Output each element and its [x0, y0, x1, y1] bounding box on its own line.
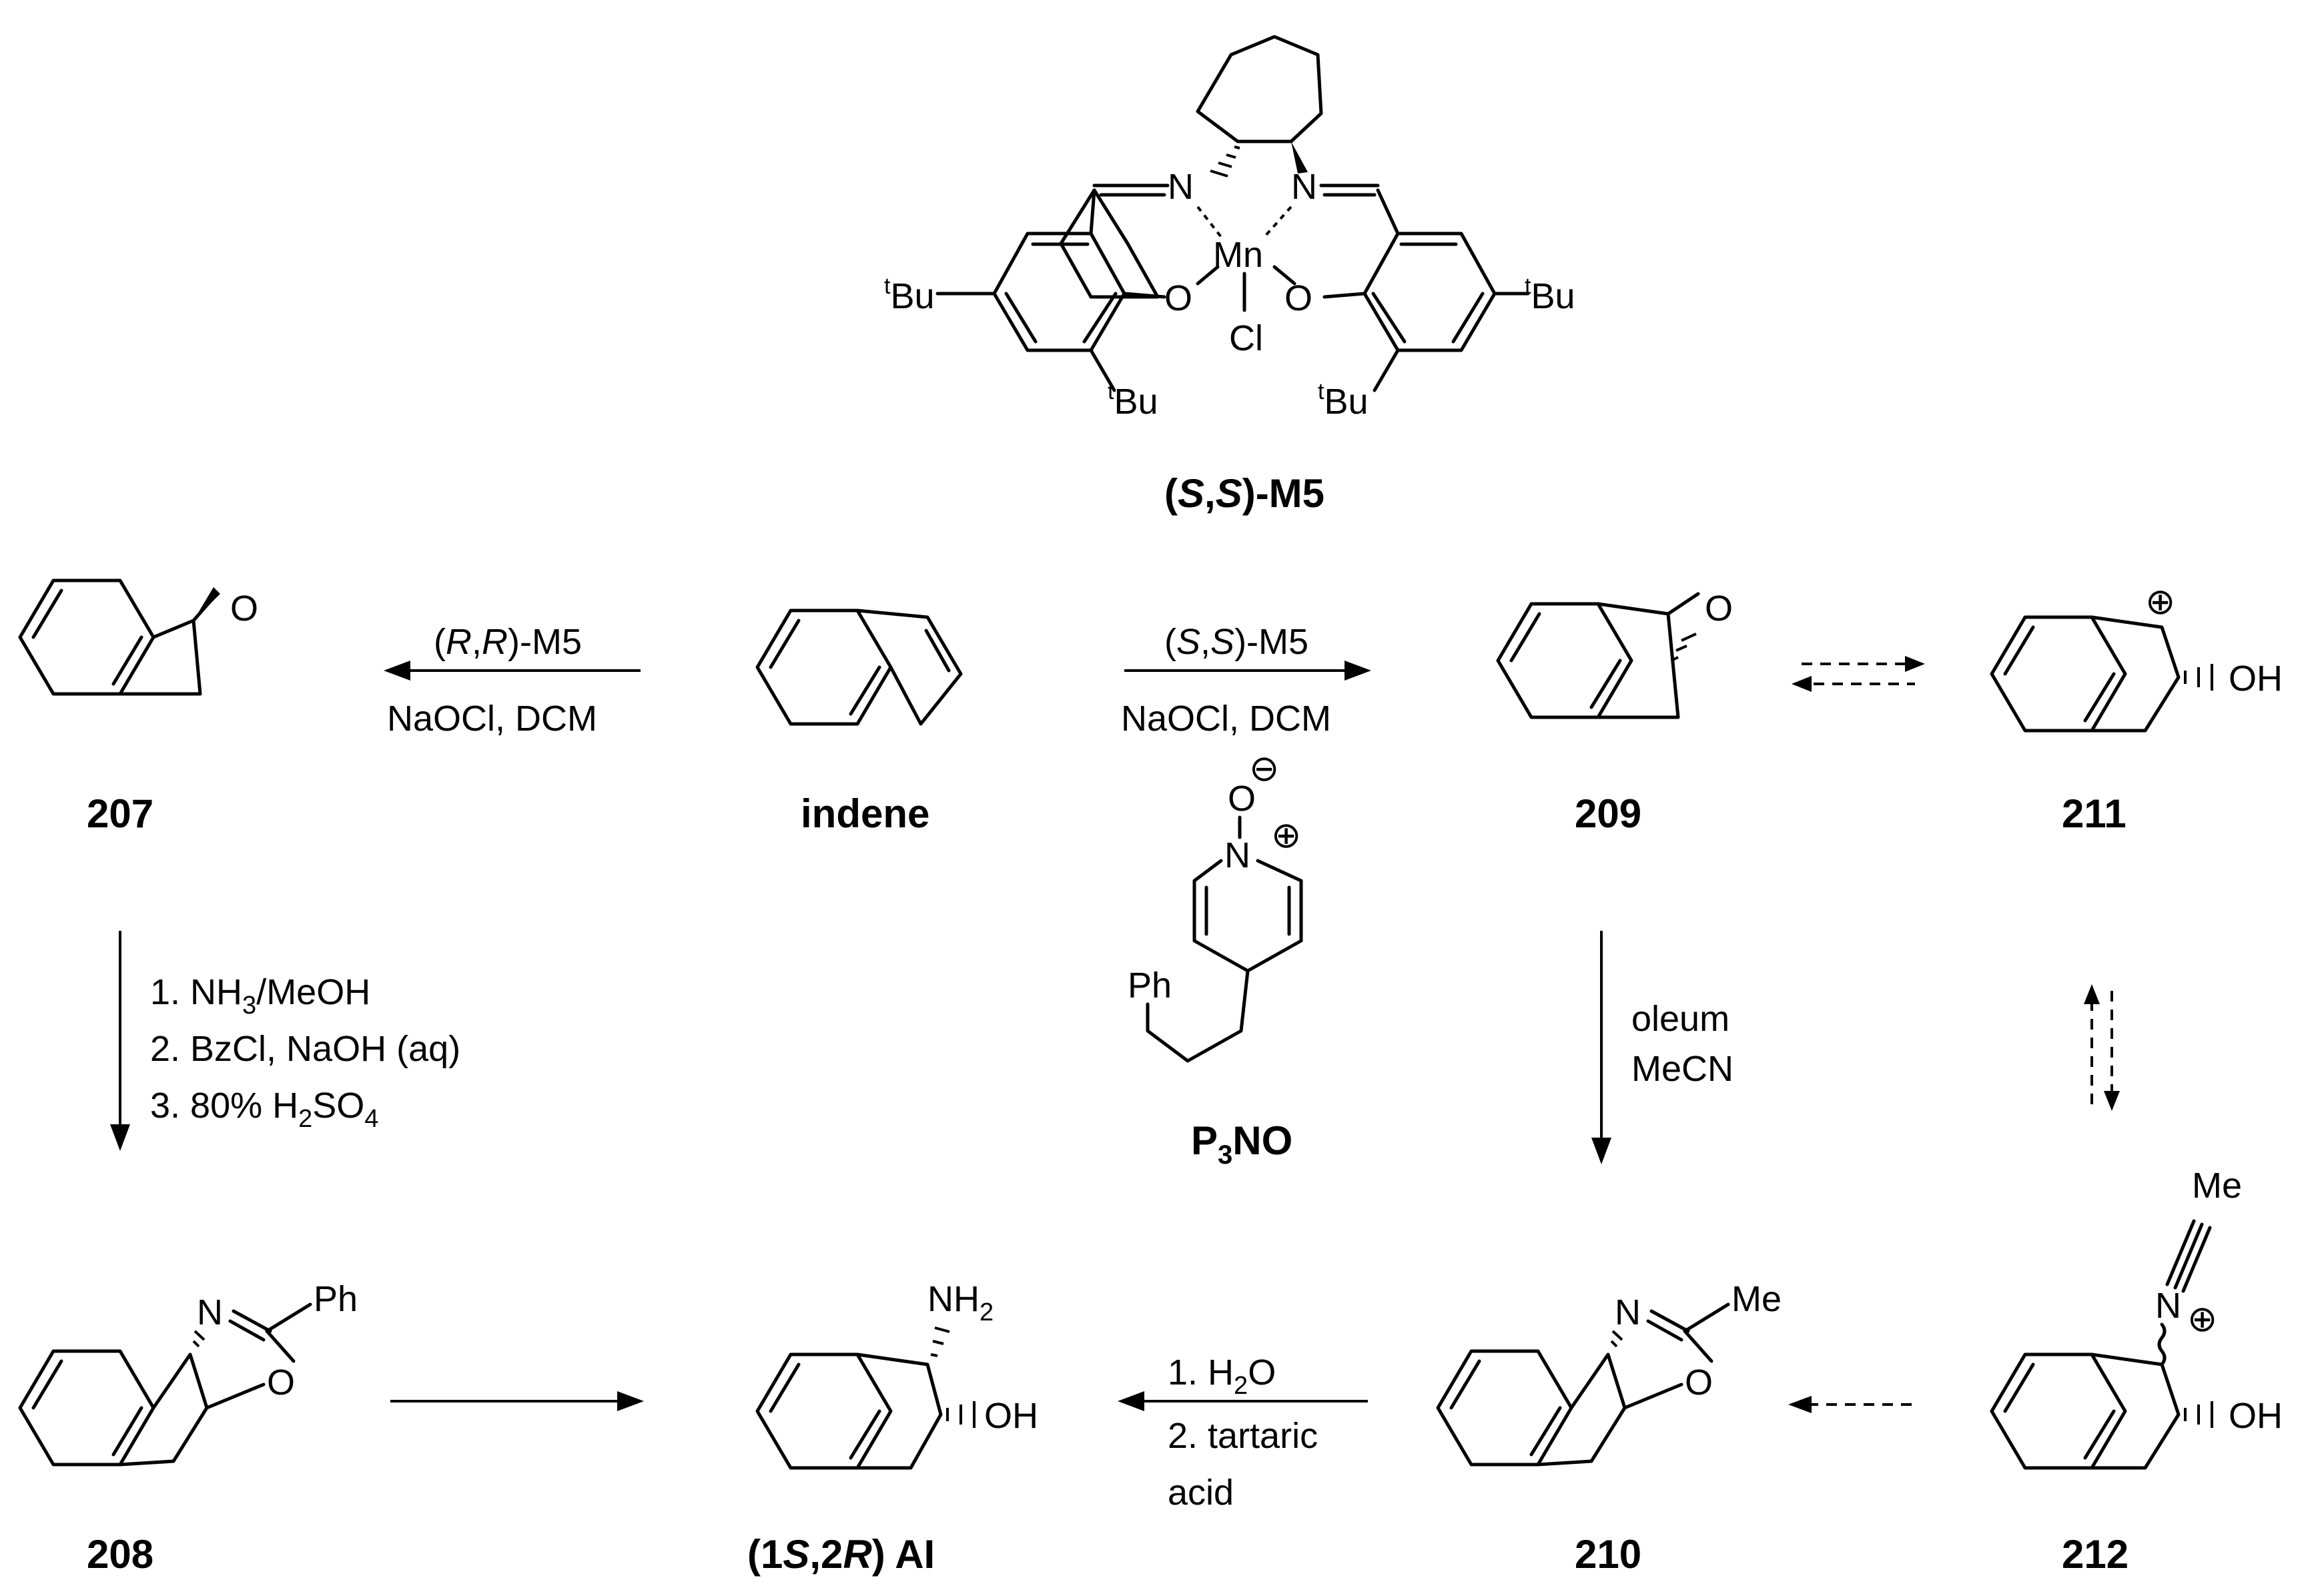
label-indene: indene	[801, 791, 929, 836]
atom-n-left: N	[1168, 167, 1194, 207]
equilibrium-209-211	[1792, 656, 1925, 692]
label-208: 208	[87, 1532, 153, 1577]
209-hash	[1671, 633, 1697, 662]
equilibrium-211-212	[2084, 984, 2120, 1111]
p3no-atom-n: N	[1224, 835, 1250, 875]
arrowhead-to-209	[1344, 661, 1371, 681]
compound-211-structure: ⊕ OH	[1990, 582, 2283, 733]
208-atom-n: N	[197, 1292, 223, 1332]
ai-hash-nh2	[930, 1326, 950, 1357]
ai-nh2: NH2	[927, 1279, 994, 1326]
atom-o-right: O	[1284, 278, 1312, 318]
212-plus: ⊕	[2187, 1299, 2217, 1339]
reagent-ss-m5: (S,S)-M5	[1164, 622, 1308, 662]
p3no-structure: O ⊖ N ⊕ Ph	[1128, 749, 1303, 1063]
reagent-step2: 2. BzCl, NaOH (aq)	[150, 1029, 460, 1069]
212-atom-n: N	[2155, 1286, 2181, 1326]
catalyst-label: (S,S)-M5	[1164, 471, 1324, 516]
arrowhead-to-207	[384, 661, 410, 681]
212-hash	[2184, 1401, 2213, 1428]
arrowhead-210-ai	[1118, 1391, 1144, 1411]
atom-cl: Cl	[1229, 318, 1263, 358]
211-cation: ⊕	[2145, 582, 2175, 622]
211-oh: OH	[2229, 659, 2283, 699]
210-atom-n: N	[1615, 1292, 1641, 1332]
compound-212-structure: N ⊕ Me OH	[1990, 1166, 2283, 1470]
catalyst-structure: N N Mn Cl O O	[884, 35, 1575, 422]
207-atom-o: O	[230, 588, 258, 629]
210-atom-me: Me	[1731, 1279, 1782, 1319]
label-211: 211	[2062, 791, 2127, 836]
compound-207-structure: O	[18, 578, 258, 696]
reagent-step1: 1. NH3/MeOH	[150, 972, 370, 1020]
211-hash	[2184, 664, 2213, 691]
reagent-naocl-right: NaOCl, DCM	[1121, 699, 1331, 739]
compound-210-structure: N Me O	[1436, 1279, 1782, 1467]
label-212: 212	[2062, 1532, 2129, 1577]
210-atom-o: O	[1685, 1362, 1713, 1403]
arrowhead-209-210	[1591, 1138, 1611, 1164]
reagent-oleum: oleum	[1631, 999, 1729, 1039]
reagent-naocl-left: NaOCl, DCM	[387, 699, 597, 739]
label-p3no: P3NO	[1191, 1118, 1292, 1170]
compound-208-structure: N Ph O	[18, 1279, 358, 1467]
reagent-acid: acid	[1168, 1473, 1234, 1513]
label-ai: (1S,2R) AI	[747, 1532, 935, 1577]
208-atom-ph: Ph	[314, 1279, 358, 1319]
ai-oh: OH	[984, 1396, 1038, 1436]
left-aryl-ring	[935, 188, 1166, 392]
reagent-mecn: MeCN	[1631, 1049, 1733, 1089]
tbu-left-inner: tBu	[1108, 379, 1158, 422]
arrowhead-207-208	[110, 1124, 130, 1151]
atom-mn: Mn	[1213, 235, 1263, 275]
212-atom-me: Me	[2192, 1166, 2242, 1206]
210-hash-top	[1610, 1330, 1623, 1348]
label-209: 209	[1575, 791, 1641, 836]
hashed-bond-left	[1210, 145, 1240, 177]
arrowhead-212-210	[1788, 1396, 1812, 1413]
reagent-rr-m5: (R,R)-M5	[434, 622, 582, 662]
reagent-h2o: 1. H2O	[1168, 1352, 1276, 1400]
atom-n-right: N	[1291, 167, 1317, 207]
wedge-bond-right	[1291, 141, 1308, 173]
209-atom-o: O	[1705, 588, 1733, 629]
212-oh: OH	[2229, 1396, 2283, 1436]
208-atom-o: O	[267, 1362, 295, 1403]
p3no-atom-o: O	[1228, 779, 1256, 819]
tbu-left-outer: tBu	[884, 274, 935, 316]
reagent-tartaric: 2. tartaric	[1168, 1416, 1318, 1456]
label-207: 207	[87, 791, 153, 836]
compound-209-structure: O	[1496, 588, 1733, 719]
right-aryl-ring	[1322, 188, 1530, 392]
p3no-minus: ⊖	[1249, 749, 1279, 789]
tbu-right-outer: tBu	[1525, 274, 1575, 316]
p3no-ph: Ph	[1128, 965, 1172, 1006]
atom-o-left: O	[1164, 278, 1192, 318]
compound-ai-structure: NH2 OH	[755, 1279, 1038, 1470]
label-210: 210	[1575, 1532, 1641, 1577]
reagent-step3: 3. 80% H2SO4	[150, 1086, 378, 1133]
ai-hash-oh	[946, 1401, 976, 1428]
p3no-plus: ⊕	[1271, 815, 1301, 855]
indene-structure	[755, 609, 963, 726]
tbu-right-inner: tBu	[1318, 379, 1369, 422]
arrowhead-208-ai	[617, 1391, 644, 1411]
208-hash-top	[192, 1330, 206, 1348]
